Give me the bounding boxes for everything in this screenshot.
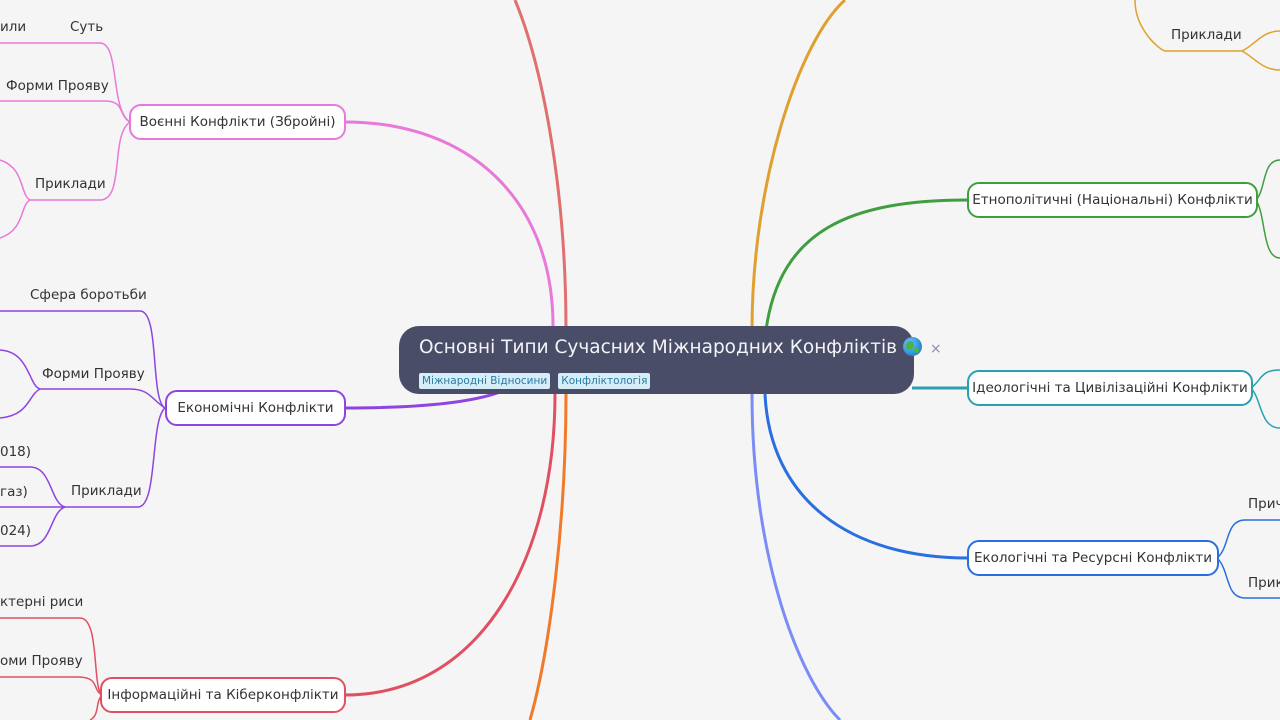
leaf-top-right-examples[interactable]: Приклади [1171,27,1242,43]
root-title-row: Основні Типи Сучасних Міжнародних Конфлі… [419,336,942,361]
branch-military[interactable]: Воєнні Конфлікти (Збройні) [129,104,346,140]
leaf-economic-example-2018[interactable]: 018) [0,444,32,460]
leaf-military-forms[interactable]: Форми Прояву [6,78,109,94]
branch-ecological[interactable]: Екологічні та Ресурсні Конфлікти [967,540,1219,576]
branch-ideological[interactable]: Ідеологічні та Цивілізаційні Конфлікти [967,370,1253,406]
leaf-military-cut[interactable]: или [0,19,27,35]
branch-information[interactable]: Інформаційні та Кіберконфлікти [100,677,346,713]
leaf-economic-example-gas[interactable]: газ) [0,484,28,500]
root-title: Основні Типи Сучасних Міжнародних Конфлі… [419,337,898,358]
leaf-economic-example-2024[interactable]: 024) [0,523,32,539]
connector-top-right-orange [750,0,846,331]
connector-military [344,120,555,327]
branch-ethnopolitical[interactable]: Етнополітичні (Національні) Конфлікти [967,182,1258,218]
tag-international-relations[interactable]: Міжнародні Відносини [419,373,551,389]
connector-bottom-left-orange [528,393,568,720]
leaf-military-examples[interactable]: Приклади [35,176,106,192]
branch-economic[interactable]: Економічні Конфлікти [165,390,346,426]
connector-bottom-right-blue [750,393,842,720]
tag-conflictology[interactable]: Конфліктологія [558,373,651,389]
leaf-economic-forms[interactable]: Форми Прояву [42,366,145,382]
tag-list: Міжнародні Відносини Конфліктологія [419,369,894,389]
leaf-information-traits[interactable]: ктерні риси [0,594,84,610]
connector-economic [344,388,506,410]
leaf-information-forms[interactable]: оми Прояву [0,653,83,669]
leaf-ecological-examples[interactable]: Прик [1248,575,1280,591]
leaf-economic-examples[interactable]: Приклади [71,483,142,499]
connector-ethnopolitical [764,198,969,331]
connector-ecological [763,393,969,560]
leaf-military-essence[interactable]: Суть [70,19,104,35]
leaf-ecological-causes[interactable]: Прич [1248,496,1280,512]
root-node[interactable]: Основні Типи Сучасних Міжнародних Конфлі… [399,326,942,394]
connector-top-left-red [513,0,568,331]
globe-icon [902,337,922,356]
leaf-economic-sphere[interactable]: Сфера боротьби [30,287,147,303]
close-icon[interactable]: × [929,341,942,357]
connector-information [344,393,557,697]
